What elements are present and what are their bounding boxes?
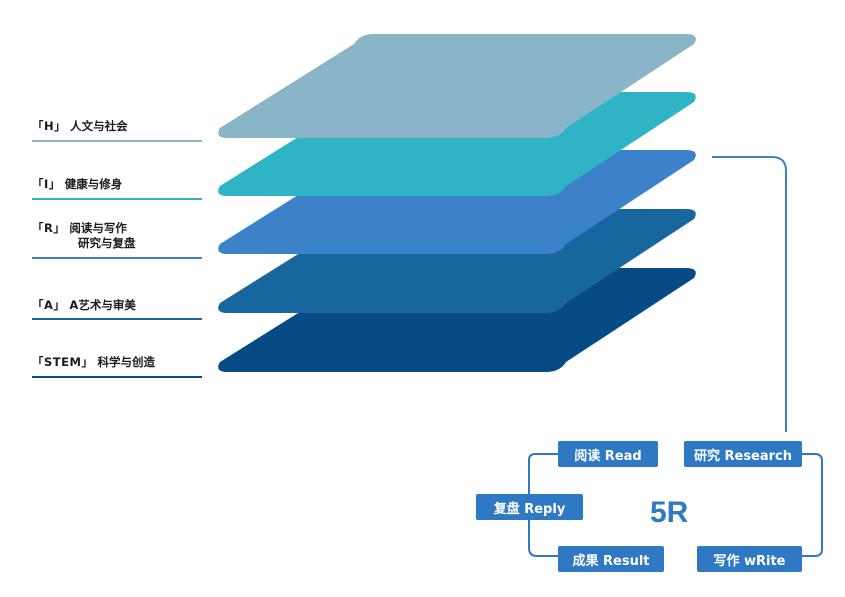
- layer-title: 健康与修身: [64, 177, 123, 191]
- cycle-step-reply: 复盘 Reply: [476, 494, 583, 520]
- layer-title: 科学与创造: [97, 355, 155, 369]
- cycle-step-write: 写作 wRite: [697, 546, 802, 572]
- layer-title: 阅读与写作: [69, 221, 127, 235]
- layer-plate-h: [218, 34, 696, 138]
- layer-label-i: 「I」 健康与修身: [32, 177, 122, 192]
- layer-code: 「I」: [32, 177, 61, 191]
- layer-underline-stem: [32, 376, 202, 378]
- cycle-step-result: 成果 Result: [558, 546, 664, 572]
- layer-code: 「R」: [32, 221, 66, 235]
- layer-code: 「STEM」: [32, 355, 94, 369]
- layer-underline-r: [32, 257, 202, 259]
- connector-line: [712, 156, 787, 432]
- layer-code: 「A」: [32, 298, 66, 312]
- layer-underline-a: [32, 318, 202, 320]
- layer-label-r: 「R」 阅读与写作 研究与复盘: [32, 221, 136, 251]
- layer-label-stem: 「STEM」 科学与创造: [32, 355, 155, 370]
- layer-underline-h: [32, 140, 202, 142]
- layer-title-line2: 研究与复盘: [78, 236, 136, 250]
- layer-label-h: 「H」 人文与社会: [32, 119, 128, 134]
- layer-underline-i: [32, 198, 202, 200]
- layer-code: 「H」: [32, 119, 67, 133]
- cycle-center-label: 5R: [650, 496, 689, 529]
- layer-title: A艺术与审美: [69, 298, 136, 312]
- layer-label-a: 「A」 A艺术与审美: [32, 298, 136, 313]
- cycle-loop-line-right: [802, 453, 823, 557]
- cycle-step-read: 阅读 Read: [558, 441, 658, 467]
- layer-title: 人文与社会: [70, 119, 128, 133]
- cycle-step-research: 研究 Research: [684, 441, 802, 467]
